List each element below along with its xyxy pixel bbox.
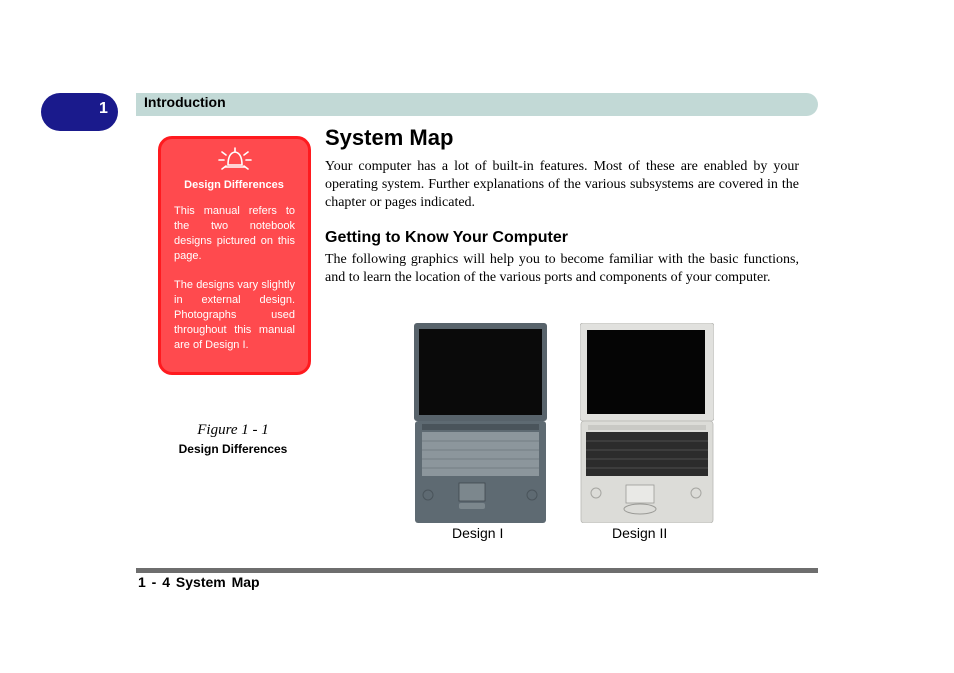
page-number: 1 - 4 System Map bbox=[138, 574, 260, 590]
note-paragraph: The designs vary slightly in external de… bbox=[174, 279, 295, 351]
design-1-label: Design I bbox=[452, 525, 504, 541]
figure-title: Design Differences bbox=[178, 442, 288, 456]
section-title: Introduction bbox=[144, 94, 226, 110]
note-title: Design Differences bbox=[184, 179, 284, 191]
laptop-design-1-image bbox=[414, 323, 547, 523]
header-bar bbox=[136, 93, 818, 116]
footer-bar bbox=[136, 568, 818, 573]
laptop-design-2-image bbox=[580, 323, 714, 523]
figure-label: Figure 1 - 1 bbox=[197, 422, 269, 438]
intro-paragraph: Your computer has a lot of built-in feat… bbox=[325, 159, 799, 210]
warning-bell-icon bbox=[218, 147, 252, 170]
page-title: System Map bbox=[325, 125, 454, 150]
section-heading: Getting to Know Your Computer bbox=[325, 229, 568, 246]
body-paragraph: The following graphics will help you to … bbox=[325, 252, 799, 285]
design-2-label: Design II bbox=[612, 525, 668, 541]
note-paragraph: This manual refers to the two notebook d… bbox=[174, 205, 295, 262]
note-box bbox=[158, 136, 311, 375]
chapter-number: 1 bbox=[99, 100, 108, 117]
chapter-tab bbox=[41, 93, 118, 131]
